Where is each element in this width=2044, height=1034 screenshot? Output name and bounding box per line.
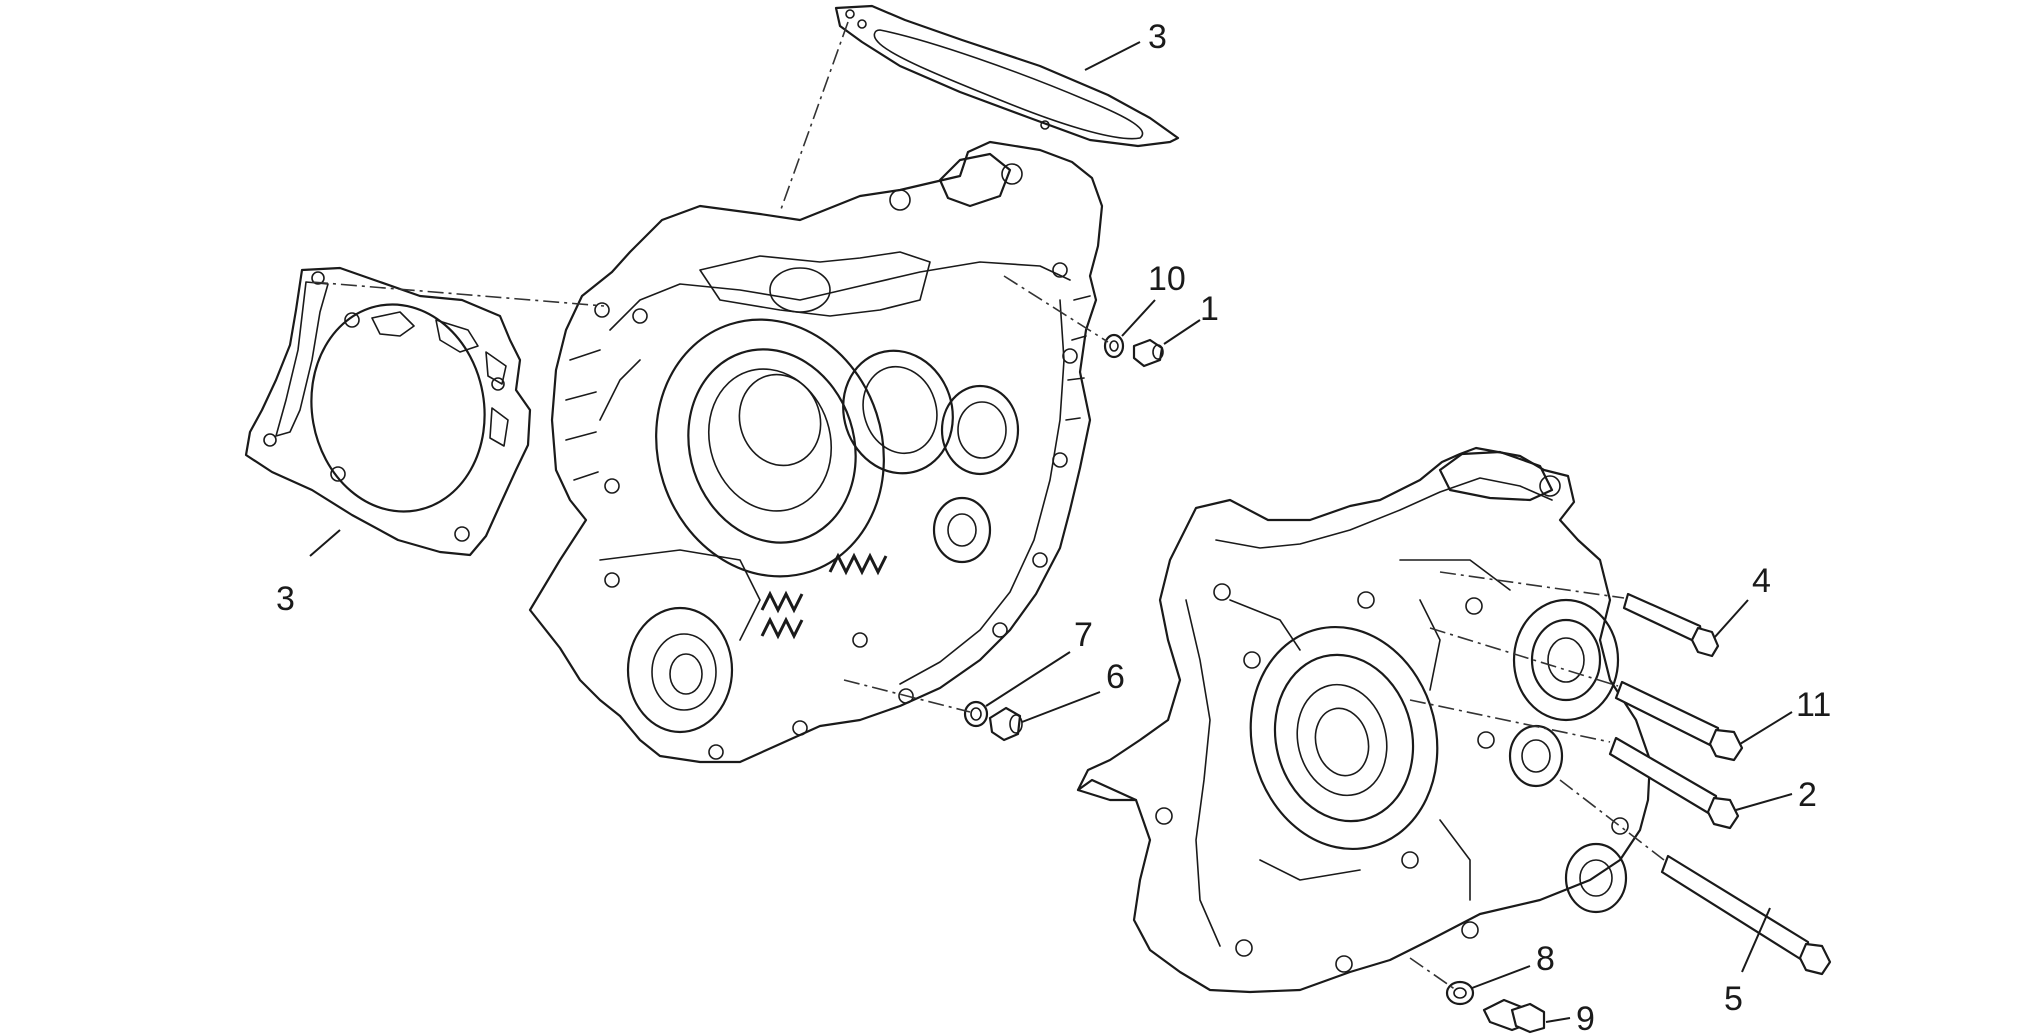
callout-3-left: 3 [276,580,295,618]
callout-6: 6 [1106,658,1125,696]
callout-9: 9 [1576,1000,1595,1034]
callout-7: 7 [1074,616,1093,654]
callout-5: 5 [1724,980,1743,1018]
bolt-9 [1482,998,1546,1034]
washer-10 [1103,333,1125,359]
plug-1 [1132,338,1164,368]
bolt-2 [1608,736,1740,830]
alignment-lines [311,21,1665,991]
left-crankcase-half [528,140,1104,764]
leader-lines [309,41,1793,1023]
bolt-4 [1622,592,1720,658]
callout-2: 2 [1798,776,1817,814]
left-cylinder-gasket [244,266,532,557]
washer-8 [1445,980,1475,1006]
washer-7 [963,700,989,728]
bolt-11 [1614,680,1744,762]
right-crankcase-half [1076,446,1652,994]
callout-3-top: 3 [1148,18,1167,56]
callout-4: 4 [1752,562,1771,600]
top-head-gasket [834,4,1180,148]
callout-1: 1 [1200,290,1219,328]
callout-11: 11 [1796,686,1831,724]
callout-labels: 3 3 10 1 7 6 4 11 2 5 8 9 [276,18,1831,1034]
plug-6 [988,706,1023,742]
callout-10: 10 [1148,260,1186,298]
callout-8: 8 [1536,940,1555,978]
bolt-5 [1660,854,1832,976]
